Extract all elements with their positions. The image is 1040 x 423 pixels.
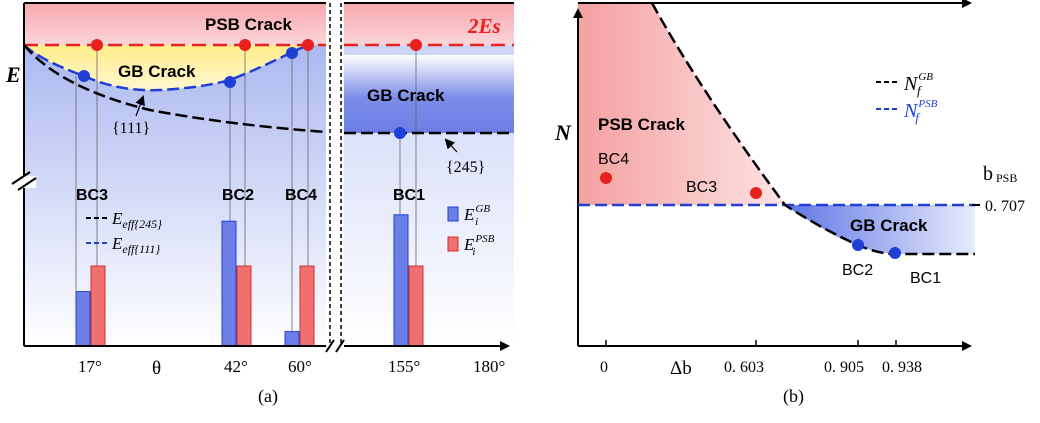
level-label: 2Es [467, 14, 501, 38]
x-tick-label-0: 0 [600, 359, 608, 376]
point-bc1-gb [394, 127, 406, 139]
curve-111-gb [23, 43, 309, 92]
group-label-bc3: BC3 [76, 187, 108, 204]
bar-psb-bc3 [90, 265, 106, 347]
x-axis-label-b: Δb [670, 358, 692, 379]
point-bc3-psb [91, 39, 103, 51]
point-bc3-b [750, 187, 762, 199]
bar-gb-bc3 [75, 291, 91, 347]
legend-swatch-psb [447, 236, 459, 252]
bar-gb-bc2 [221, 220, 237, 347]
y-axis-label-b: N [554, 120, 572, 145]
panel-a: E PSB Crack 2Es GB Crack GB Crack {111} … [5, 2, 514, 407]
point-bc2-b [852, 239, 864, 251]
legend-text-111: Eeff{111} [111, 234, 160, 256]
y-break-mark-2 [17, 177, 37, 191]
panel-a-background [24, 44, 326, 346]
group-label-bc1: BC1 [393, 187, 425, 204]
group-label-bc2: BC2 [222, 187, 254, 204]
y-axis-label-a: E [5, 62, 21, 87]
point-label-bc4: BC4 [598, 151, 629, 168]
gb-region-right [344, 55, 514, 133]
bar-psb-bc4 [299, 265, 315, 347]
legend-lines-a: Eeff{245} Eeff{111} [86, 209, 162, 256]
gb-region-left [24, 45, 308, 91]
legend-text-245: Eeff{245} [111, 209, 162, 231]
bar-gb-bc4 [284, 331, 300, 347]
bar-gb-bc1 [393, 214, 409, 347]
gb-region-b [785, 205, 975, 254]
point-bc1-psb [410, 39, 422, 51]
caption-b: (b) [783, 386, 804, 407]
group-label-bc4: BC4 [285, 187, 317, 204]
point-bc3-gb [78, 70, 90, 82]
psb-region-right [344, 3, 514, 45]
x-tick-60: 60° [288, 357, 312, 376]
curve-111-eff [23, 44, 327, 134]
x-tick-180: 180° [473, 357, 505, 376]
x-tick-17: 17° [78, 357, 102, 376]
psb-crack-label-b: PSB Crack [598, 115, 685, 134]
x-axis-label-a: θ [152, 358, 161, 379]
point-bc4-psb [302, 39, 314, 51]
point-bc2-gb [224, 76, 236, 88]
psb-region-left [24, 3, 326, 45]
curve-label-245: {245} [446, 159, 485, 176]
x-break-mark-2 [335, 339, 345, 353]
caption-a: (a) [258, 386, 278, 407]
gb-crack-label-right: GB Crack [367, 86, 445, 105]
point-bc1-b [889, 247, 901, 259]
point-bc4-b [600, 172, 612, 184]
psb-region-b [578, 3, 785, 205]
psb-crack-label-a: PSB Crack [205, 15, 292, 34]
point-label-bc3: BC3 [686, 179, 717, 196]
curve-nf-gb [650, 2, 975, 256]
point-label-bc1: BC1 [910, 270, 941, 287]
x-tick-label-938: 0. 938 [882, 359, 922, 376]
gb-crack-label-b: GB Crack [850, 216, 928, 235]
point-bc2-psb [239, 39, 251, 51]
y-break-mark-1 [11, 171, 31, 185]
gb-crack-label-left: GB Crack [118, 62, 196, 81]
bar-psb-bc2 [236, 265, 252, 347]
right-value-bpsb: 0. 707 [985, 198, 1025, 215]
panel-b: N PSB Crack GB Crack BC4 BC3 BC2 BC1 NGB… [554, 0, 1025, 407]
arrow-245 [444, 138, 458, 153]
x-tick-155: 155° [388, 357, 420, 376]
bar-psb-bc1 [408, 265, 424, 347]
arrow-111 [135, 95, 145, 117]
x-break-mark-1 [325, 339, 335, 353]
x-tick-42: 42° [224, 357, 248, 376]
curve-label-111: {111} [112, 120, 150, 137]
point-label-bc2: BC2 [842, 262, 873, 279]
bars [75, 214, 424, 347]
legend-swatch-gb [447, 206, 459, 222]
x-tick-label-905: 0. 905 [824, 359, 864, 376]
point-bc4-gb [286, 47, 298, 59]
x-tick-label-603: 0. 603 [724, 359, 764, 376]
